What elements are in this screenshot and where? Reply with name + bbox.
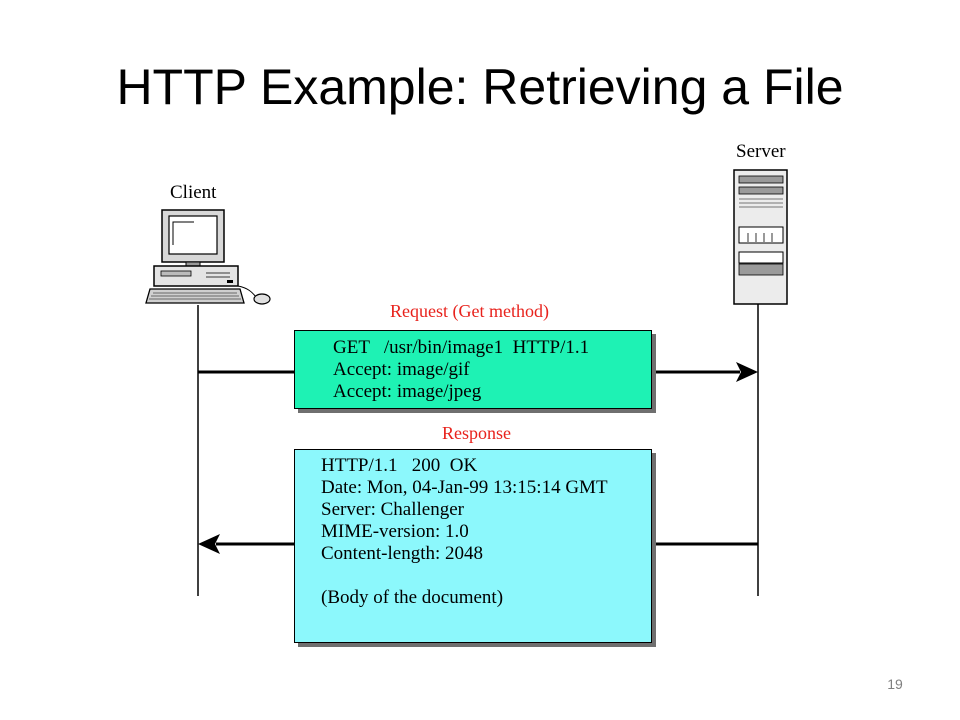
response-line: Content-length: 2048 <box>321 543 484 564</box>
request-arrowhead-icon <box>736 362 758 382</box>
request-line: Accept: image/gif <box>333 359 470 380</box>
request-line: Accept: image/jpeg <box>333 381 482 402</box>
response-line: MIME-version: 1.0 <box>321 521 469 542</box>
server-label: Server <box>736 141 786 162</box>
response-line: (Body of the document) <box>321 587 504 608</box>
response-line: HTTP/1.1 200 OK <box>321 455 478 476</box>
request-line: GET /usr/bin/image1 HTTP/1.1 <box>333 337 590 358</box>
response-label: Response <box>442 423 511 443</box>
response-line: Date: Mon, 04-Jan-99 13:15:14 GMT <box>321 477 608 498</box>
client-computer-icon <box>145 209 271 305</box>
client-label: Client <box>170 182 217 203</box>
page-number: 19 <box>887 676 903 692</box>
response-message-box: HTTP/1.1 200 OK Date: Mon, 04-Jan-99 13:… <box>294 449 652 643</box>
slide-title: HTTP Example: Retrieving a File <box>116 59 844 115</box>
response-arrowhead-icon <box>198 534 220 554</box>
server-tower-icon <box>733 169 788 305</box>
response-line <box>321 565 651 587</box>
response-line: Server: Challenger <box>321 499 464 520</box>
request-message-box: GET /usr/bin/image1 HTTP/1.1 Accept: ima… <box>294 330 652 409</box>
request-label: Request (Get method) <box>390 301 549 321</box>
